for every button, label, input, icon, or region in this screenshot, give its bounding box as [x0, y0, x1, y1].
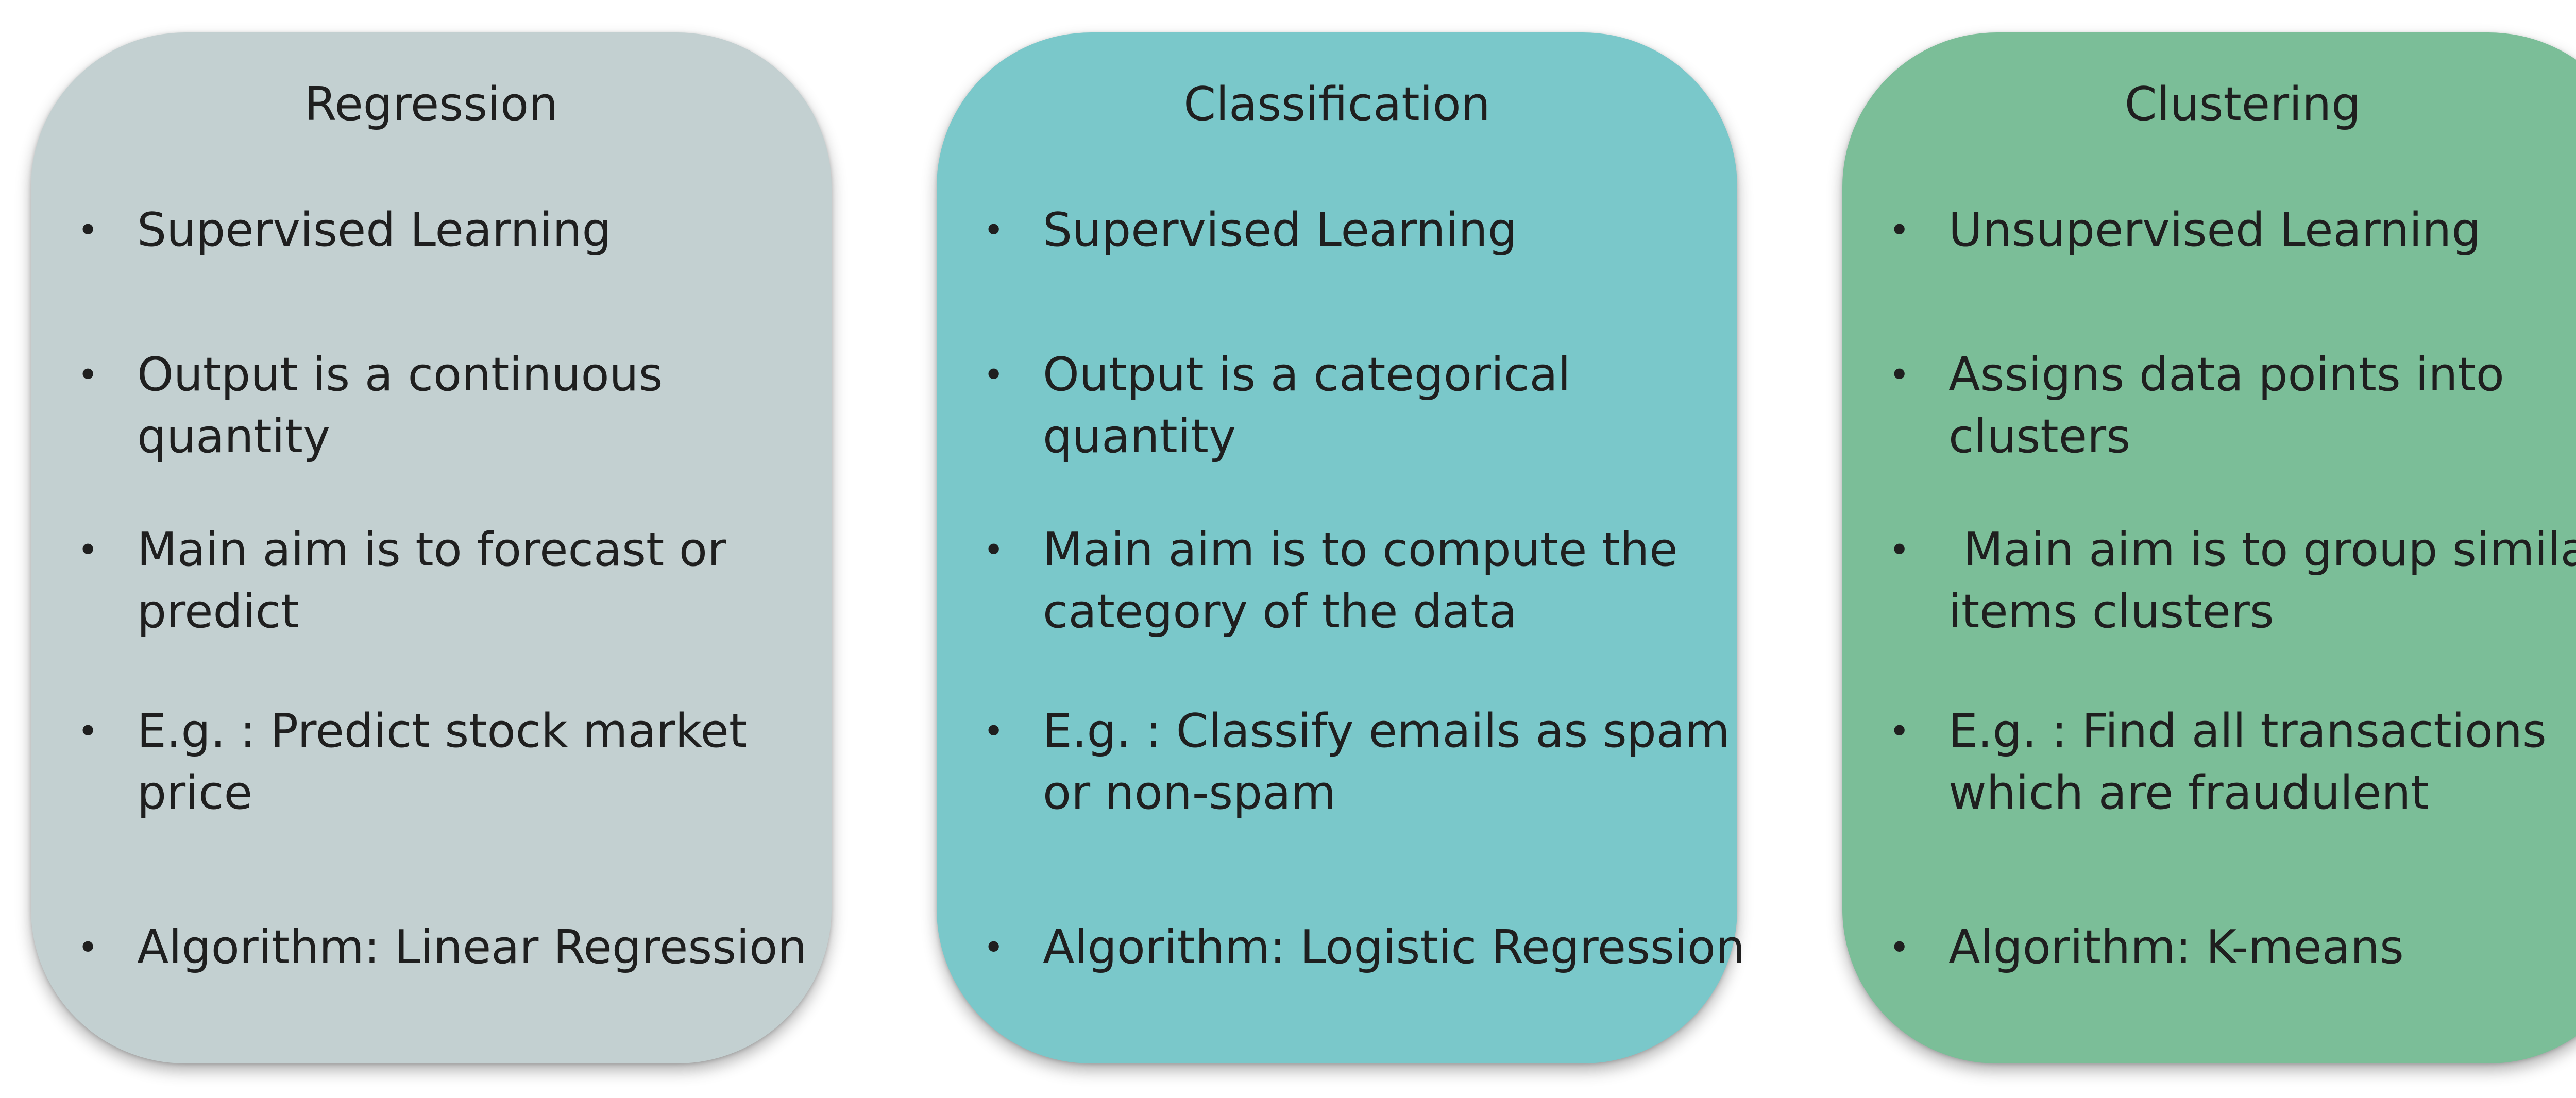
- clustering-title: Clustering: [2124, 77, 2361, 131]
- bullet-icon: •: [983, 354, 1005, 396]
- bullet-text-line: E.g. : Find all transactions: [1948, 704, 2547, 758]
- bullet-text-line: which are fraudulent: [1948, 766, 2429, 820]
- bullet-text-line: Algorithm: K-means: [1948, 920, 2404, 974]
- bullet-icon: •: [983, 529, 1005, 571]
- bullet-text-line: category of the data: [1043, 585, 1517, 639]
- bullet-icon: •: [983, 927, 1005, 969]
- bullet-text-line: predict: [137, 585, 299, 639]
- bullet-text-line: Output is a continuous: [137, 348, 663, 402]
- regression-title: Regression: [304, 77, 558, 131]
- bullet-text-line: price: [137, 766, 252, 820]
- bullet-icon: •: [77, 710, 99, 752]
- bullet-icon: •: [1889, 710, 1910, 752]
- bullet-icon: •: [77, 209, 99, 251]
- bullet-icon: •: [1889, 927, 1910, 969]
- bullet-text-line: Assigns data points into: [1948, 348, 2504, 402]
- regression-card: Regression • Supervised Learning • Outpu…: [31, 32, 832, 1063]
- bullet-text-line: Main aim is to forecast or: [137, 523, 726, 577]
- bullet-text-line: quantity: [137, 409, 331, 464]
- bullet-text-line: Supervised Learning: [137, 203, 612, 257]
- classification-title: Classification: [1183, 77, 1490, 131]
- bullet-text-line: Output is a categorical: [1043, 348, 1571, 402]
- bullet-icon: •: [77, 529, 99, 571]
- bullet-icon: •: [1889, 209, 1910, 251]
- bullet-text-line: quantity: [1043, 409, 1236, 464]
- bullet-icon: •: [983, 209, 1005, 251]
- bullet-text-line: or non-spam: [1043, 766, 1336, 820]
- bullet-text-line: items clusters: [1948, 585, 2274, 639]
- bullet-icon: •: [1889, 529, 1910, 571]
- bullet-text-line: Main aim is to group similar: [1948, 523, 2576, 577]
- bullet-text-line: Main aim is to compute the: [1043, 523, 1678, 577]
- bullet-text-line: Supervised Learning: [1043, 203, 1517, 257]
- clustering-card: Clustering • Unsupervised Learning • Ass…: [1842, 32, 2576, 1063]
- bullet-text-line: E.g. : Predict stock market: [137, 704, 748, 758]
- bullet-icon: •: [77, 354, 99, 396]
- bullet-icon: •: [77, 927, 99, 969]
- bullet-text-line: E.g. : Classify emails as spam: [1043, 704, 1730, 758]
- bullet-text-line: Algorithm: Logistic Regression: [1043, 920, 1745, 974]
- bullet-text-line: Unsupervised Learning: [1948, 203, 2481, 257]
- bullet-text-line: Algorithm: Linear Regression: [137, 920, 807, 974]
- bullet-icon: •: [1889, 354, 1910, 396]
- classification-card: Classification • Supervised Learning • O…: [937, 32, 1745, 1063]
- bullet-icon: •: [983, 710, 1005, 752]
- bullet-text-line: clusters: [1948, 409, 2130, 464]
